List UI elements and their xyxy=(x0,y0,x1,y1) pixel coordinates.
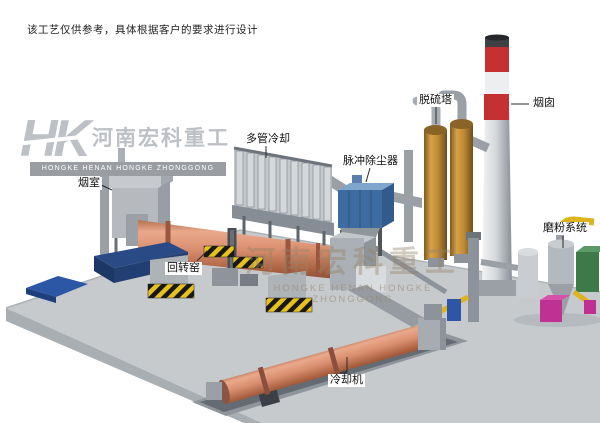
chimney-top-rim xyxy=(485,37,509,47)
cooler-shell xyxy=(220,324,428,404)
label-desulfurization-tower: 脱硫塔 xyxy=(417,94,454,107)
chimney xyxy=(476,34,516,296)
blue-foundation-pad xyxy=(26,276,88,303)
tower-a xyxy=(424,130,447,260)
blue-box xyxy=(447,299,461,321)
hazard-base xyxy=(203,245,235,258)
duct-to-tower xyxy=(394,192,422,208)
silo xyxy=(518,252,538,298)
chimney-red-band-top xyxy=(485,47,509,72)
pier xyxy=(268,271,306,306)
discharge-chute xyxy=(348,285,428,327)
tower-b xyxy=(450,124,473,256)
hazard-base xyxy=(265,297,313,313)
label-chimney: 烟囱 xyxy=(531,97,557,110)
reference-note: 该工艺仅供参考，具体根据客户的要求进行设计 xyxy=(27,24,258,36)
company-name-cn: 河南宏科重工 xyxy=(92,127,230,150)
cooler-tyre xyxy=(257,366,271,395)
drive-unit xyxy=(212,268,238,286)
cooler-tyre xyxy=(327,346,341,376)
downcomer-pipe xyxy=(100,170,109,258)
mill-green-unit xyxy=(576,252,599,292)
cooler-trench xyxy=(192,318,468,416)
chimney-base xyxy=(476,280,516,296)
collecting-trough xyxy=(232,205,334,236)
hazard-base xyxy=(147,283,195,299)
label-multi-tube-cooler: 多管冷却 xyxy=(244,133,292,146)
chimney-red-band-lower xyxy=(484,94,509,120)
label-pulse-dust-collector: 脉冲除尘器 xyxy=(341,155,400,168)
label-rotary-kiln: 回转窑 xyxy=(165,262,202,275)
label-grinding-system: 磨粉系统 xyxy=(541,222,589,235)
label-smoke-chamber: 烟室 xyxy=(76,177,102,190)
cooling-plates xyxy=(235,150,332,222)
desulfurization-towers xyxy=(404,90,490,267)
kiln-hood xyxy=(330,232,428,327)
magenta-unit xyxy=(540,300,562,322)
company-watermark: HK 河南宏科重工 HONGKE HENAN HONGKE ZHONGGONG xyxy=(14,110,244,182)
screw-conveyor xyxy=(370,243,448,295)
bucket-elevator xyxy=(466,232,481,322)
hazard-base xyxy=(232,256,264,269)
cyclone-body xyxy=(548,244,574,284)
company-name-en: HONGKE HENAN HONGKE ZHONGGONG xyxy=(30,162,226,176)
label-cooler: 冷却机 xyxy=(328,374,365,387)
transfer-equipment xyxy=(424,294,470,321)
